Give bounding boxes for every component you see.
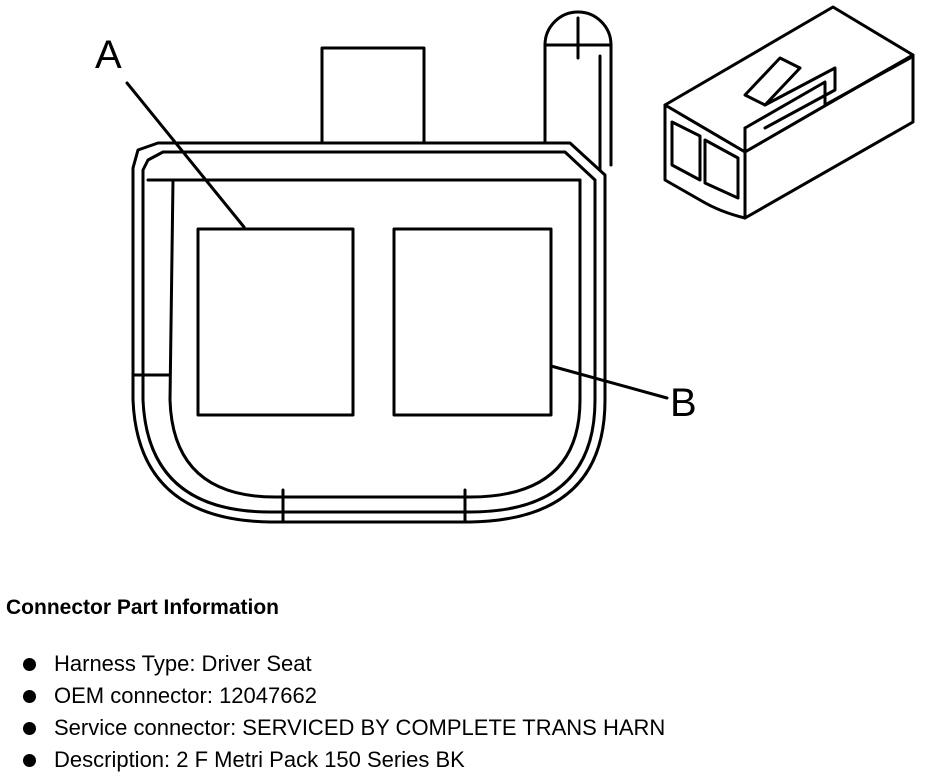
- connector-face: [131, 10, 613, 524]
- info-list: Harness Type: Driver Seat OEM connector:…: [6, 648, 936, 776]
- list-item: Description: 2 F Metri Pack 150 Series B…: [6, 744, 936, 776]
- list-item: Service connector: SERVICED BY COMPLETE …: [6, 712, 936, 744]
- bullet-icon: [23, 658, 36, 671]
- bullet-icon: [23, 722, 36, 735]
- callout-b-leader: [549, 364, 669, 400]
- list-item: Harness Type: Driver Seat: [6, 648, 936, 680]
- list-item-text: Description: 2 F Metri Pack 150 Series B…: [54, 747, 465, 772]
- list-item: OEM connector: 12047662: [6, 680, 936, 712]
- list-item-text: Service connector: SERVICED BY COMPLETE …: [54, 715, 666, 740]
- list-item-text: OEM connector: 12047662: [54, 683, 317, 708]
- connector-part-information: Connector Part Information Harness Type:…: [6, 594, 936, 776]
- cavity-b: [392, 227, 553, 417]
- info-title: Connector Part Information: [6, 596, 280, 619]
- callout-a-label: A: [95, 33, 122, 77]
- bullet-icon: [23, 754, 36, 767]
- bullet-icon: [23, 690, 36, 703]
- cavity-a: [196, 227, 355, 417]
- connector-diagram: A B: [95, 5, 915, 524]
- callout-b-label: B: [670, 381, 697, 425]
- callout-a-leader: [125, 81, 246, 229]
- list-item-text: Harness Type: Driver Seat: [54, 651, 312, 676]
- connector-isometric-view: [663, 5, 915, 220]
